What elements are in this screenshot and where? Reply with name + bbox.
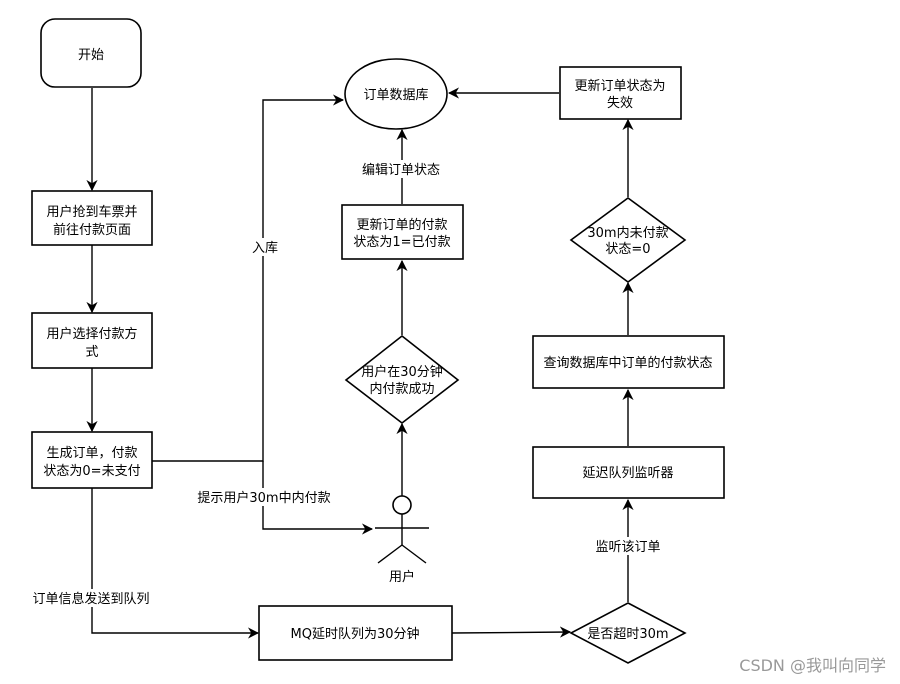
node-choose-payment: 用户选择付款方 式	[31, 312, 153, 369]
svg-text:状态为1=已付款: 状态为1=已付款	[353, 235, 450, 250]
svg-text:前往付款页面: 前往付款页面	[53, 222, 131, 238]
edge-label-remind-user: 提示用户30m中内付款	[196, 488, 332, 506]
edge-label-send-to-queue: 订单信息发送到队列	[30, 589, 152, 607]
node-paid-in-30min: 用户在30分钟 内付款成功	[344, 334, 460, 425]
edge-create-to-user	[262, 461, 374, 535]
svg-text:延迟队列监听器: 延迟队列监听器	[582, 466, 673, 481]
svg-text:监听该订单: 监听该订单	[595, 540, 660, 555]
node-start: 开始	[40, 18, 142, 88]
svg-text:生成订单，付款: 生成订单，付款	[46, 446, 137, 461]
edge-create-to-mq	[91, 488, 260, 639]
svg-text:是否超时30m: 是否超时30m	[587, 627, 668, 642]
svg-text:查询数据库中订单的付款状态: 查询数据库中订单的付款状态	[543, 355, 712, 371]
edge-label-store: 入库	[248, 238, 278, 256]
node-unpaid-30min: 30m内未付款 状态=0	[569, 197, 687, 283]
node-set-invalid: 更新订单状态为 失效	[559, 66, 682, 120]
svg-text:失效: 失效	[607, 96, 633, 111]
edge-mq-to-timeout	[451, 626, 572, 638]
svg-text:更新订单状态为: 更新订单状态为	[574, 78, 665, 94]
svg-text:用户: 用户	[389, 569, 415, 585]
svg-text:入库: 入库	[252, 240, 278, 256]
svg-text:式: 式	[85, 345, 98, 360]
svg-text:用户选择付款方: 用户选择付款方	[46, 326, 137, 342]
node-grab-ticket: 用户抢到车票并 前往付款页面	[31, 190, 153, 246]
node-query-status: 查询数据库中订单的付款状态	[532, 335, 725, 389]
edge-label-edit-status: 编辑订单状态	[357, 160, 445, 178]
svg-text:MQ延时队列为30分钟: MQ延时队列为30分钟	[291, 626, 420, 642]
svg-text:订单信息发送到队列: 订单信息发送到队列	[32, 591, 149, 607]
node-create-order: 生成订单，付款 状态为0=未支付	[31, 431, 153, 489]
node-is-timeout: 是否超时30m	[569, 602, 687, 664]
svg-text:开始: 开始	[78, 48, 104, 63]
svg-text:30m内未付款: 30m内未付款	[587, 225, 668, 241]
svg-text:编辑订单状态: 编辑订单状态	[362, 163, 440, 178]
svg-text:用户在30分钟: 用户在30分钟	[361, 364, 443, 380]
svg-text:用户抢到车票并: 用户抢到车票并	[46, 204, 137, 220]
node-update-paid: 更新订单的付款 状态为1=已付款	[341, 204, 464, 260]
edge-create-to-db	[152, 94, 345, 462]
edge-label-listen-order: 监听该订单	[593, 537, 663, 555]
svg-text:状态=0: 状态=0	[605, 242, 650, 257]
svg-text:状态为0=未支付: 状态为0=未支付	[43, 464, 140, 479]
node-order-db: 订单数据库	[344, 58, 448, 130]
svg-text:内付款成功: 内付款成功	[369, 381, 434, 397]
svg-text:提示用户30m中内付款: 提示用户30m中内付款	[197, 490, 330, 506]
node-user: 用户	[375, 495, 429, 585]
node-mq-queue: MQ延时队列为30分钟	[258, 605, 453, 661]
svg-text:更新订单的付款: 更新订单的付款	[356, 217, 447, 233]
watermark-text: CSDN @我叫向同学	[739, 656, 886, 675]
svg-text:订单数据库: 订单数据库	[363, 87, 428, 103]
node-delay-listener: 延迟队列监听器	[532, 446, 725, 499]
user-actor-icon	[375, 495, 429, 564]
